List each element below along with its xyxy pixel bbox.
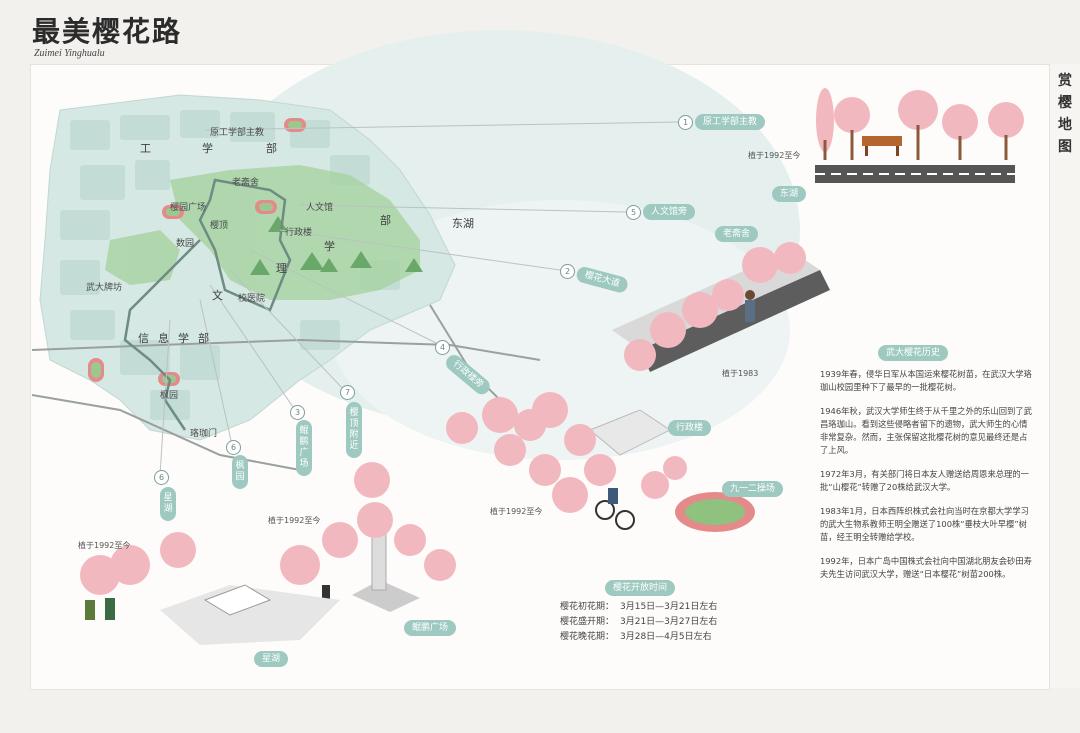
faculty-label: 信 (138, 332, 149, 345)
bloom-label: 樱花初花期： (560, 602, 615, 612)
xinghu-scene (80, 532, 340, 645)
route-number: 3 (290, 405, 305, 420)
route-label-7[interactable]: 樱顶附近 (346, 402, 362, 458)
history-heading: 武大樱花历史 (878, 345, 949, 361)
page-subtitle: Zuimei Yinghualu (34, 48, 105, 59)
history-paragraph: 1983年1月，日本西阵织株式会社向当时在京都大学学习的武大生物系教师王明全赠送… (820, 506, 1029, 542)
faculty-label: 学 (178, 332, 189, 345)
route-number: 2 (560, 264, 575, 279)
bloom-value: 3月21日—3月27日左右 (620, 617, 718, 627)
faculty-label: 部 (198, 332, 209, 345)
page-title: 最美樱花路 (32, 15, 183, 48)
faculty-label: 理 (276, 262, 287, 275)
planting-note: 植于1992至今 (748, 151, 801, 160)
faculty-label: 息 (158, 332, 169, 345)
route-label-1[interactable]: 原工学部主教 (695, 114, 766, 130)
lake-label: 东湖 (452, 217, 474, 230)
hill-icons (250, 216, 423, 275)
faculty-label: 部 (266, 142, 277, 155)
route-number: 4 (435, 340, 450, 355)
side-panel (1050, 64, 1080, 688)
bloom-heading: 樱花开放时间 (605, 580, 676, 596)
route-label-6a[interactable]: 枫园 (232, 455, 248, 489)
route-number: 5 (626, 205, 641, 220)
bloom-row: 樱花初花期： 3月15日—3月21日左右 (560, 600, 717, 615)
spot-tag-kunpeng[interactable]: 鲲鹏广场 (404, 620, 457, 636)
route-number: 7 (340, 385, 355, 400)
history-paragraph: 1992年，日本广岛中国株式会社向中国湖北朋友会砂田寿夫先生访问武汉大学，赠送“… (820, 556, 1032, 579)
faculty-label: 文 (212, 289, 223, 302)
route-number: 6 (154, 470, 169, 485)
faculty-label: 部 (380, 214, 391, 227)
place-label: 原工学部主教 (210, 128, 265, 138)
bloom-value: 3月15日—3月21日左右 (620, 602, 718, 612)
bloom-value: 3月28日—4月5日左右 (620, 632, 712, 642)
kunpeng-scene (280, 462, 456, 612)
spot-tag-xingzhenglou[interactable]: 行政楼 (668, 420, 712, 436)
planting-note: 植于1992至今 (490, 507, 543, 516)
route-label-3[interactable]: 鲲鹏广场 (296, 420, 312, 476)
place-label: 人文馆 (306, 203, 334, 213)
history-paragraph: 1946年秋，武汉大学师生终于从千里之外的乐山回到了武昌珞珈山。看到这些侵略者留… (820, 406, 1032, 455)
route-number: 1 (678, 115, 693, 130)
faculty-label: 工 (140, 142, 151, 155)
bloom-row: 樱花盛开期： 3月21日—3月27日左右 (560, 615, 717, 630)
history-paragraph: 1939年春，侵华日军从本国运来樱花树苗，在武汉大学珞珈山校园里种下了最早的一批… (820, 369, 1032, 392)
route-number: 6 (226, 440, 241, 455)
xingzhenglou-scene (446, 392, 755, 532)
faculty-label: 学 (324, 240, 335, 253)
laozhaishe-scene (612, 242, 830, 372)
history-paragraph: 1972年3月，有关部门将日本友人赠送给周恩来总理的一批“山樱花”转赠了20株给… (820, 469, 1029, 492)
place-label: 老斋舍 (232, 178, 260, 188)
route-label-5[interactable]: 人文馆旁 (643, 204, 696, 220)
planting-note: 植于1983 (722, 369, 759, 378)
place-label: 行政楼 (285, 228, 313, 238)
place-label: 珞珈门 (190, 429, 218, 439)
leader-lines (159, 121, 679, 476)
cherry-route (123, 178, 292, 431)
place-label: 樱顶 (210, 221, 229, 231)
spot-tag-laozhaishe[interactable]: 老斋舍 (715, 226, 759, 242)
place-label: 数园 (176, 239, 195, 249)
route-label-6b[interactable]: 星湖 (160, 487, 176, 521)
place-label: 樱园广场 (170, 203, 207, 213)
bloom-row: 樱花晚花期： 3月28日—4月5日左右 (560, 630, 717, 645)
place-label: 校医院 (238, 294, 266, 304)
bloom-label: 樱花盛开期： (560, 617, 615, 627)
bloom-label: 樱花晚花期： (560, 632, 615, 642)
spot-tag-donghu[interactable]: 东湖 (772, 186, 807, 202)
place-label: 武大牌坊 (86, 283, 123, 293)
place-label: 枫园 (160, 391, 179, 401)
spot-tag-playground[interactable]: 九一二操场 (722, 481, 784, 497)
history-text: 1939年春，侵华日军从本国运来樱花树苗，在武汉大学珞珈山校园里种下了最早的一批… (820, 368, 1035, 592)
spot-tag-xinghu[interactable]: 星湖 (254, 651, 289, 667)
bloom-times: 樱花初花期：3月15日—3月21日左右 樱花盛开期：3月21日—3月27日左右 … (560, 600, 717, 645)
donghu-road-scene (815, 88, 1024, 183)
faculty-label: 学 (202, 142, 213, 155)
planting-note: 植于1992至今 (268, 516, 321, 525)
planting-note: 植于1992至今 (78, 541, 131, 550)
side-title: 赏樱地图 (1058, 73, 1072, 155)
